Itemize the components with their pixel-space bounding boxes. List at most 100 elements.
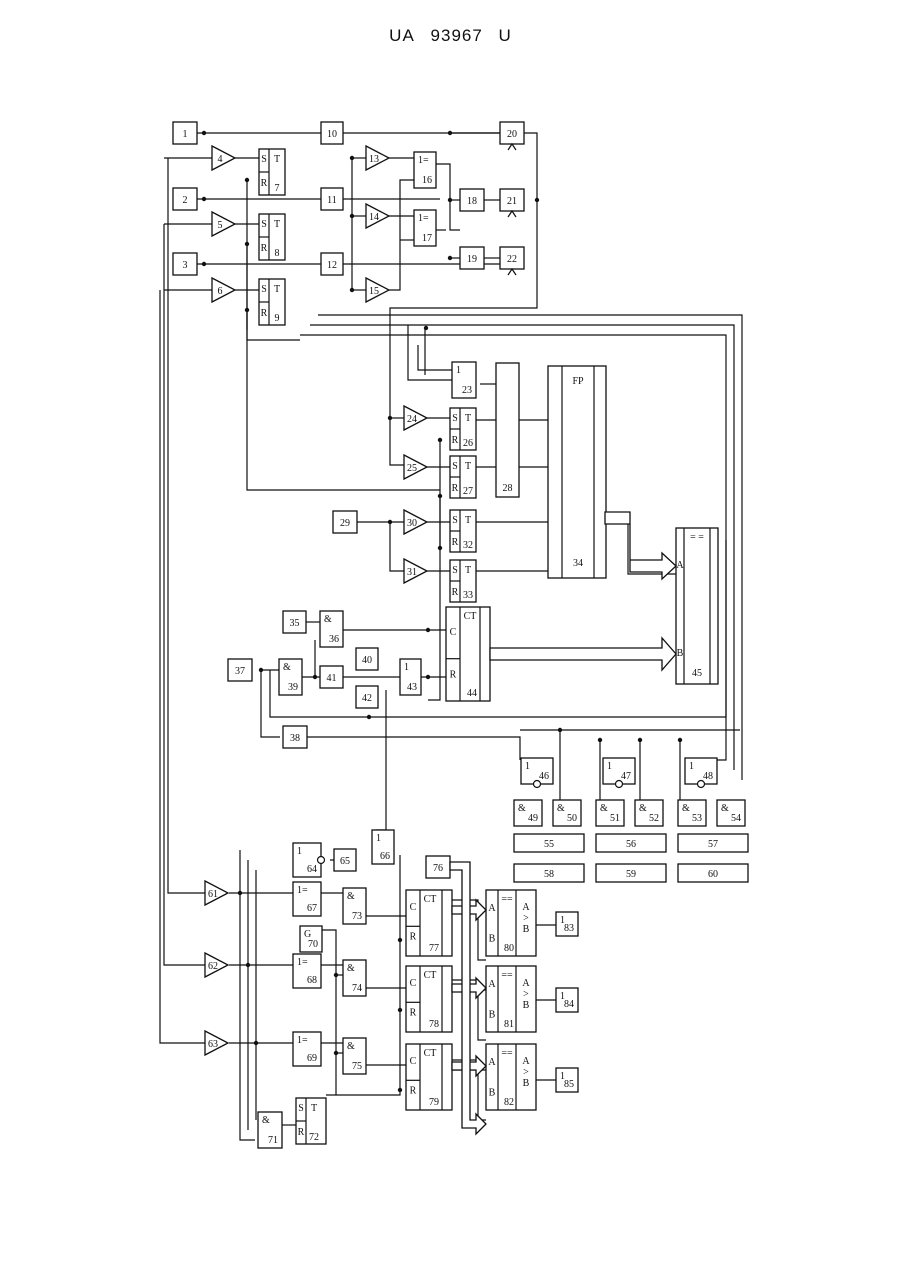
junction — [367, 715, 371, 719]
gate-label: 54 — [731, 813, 741, 824]
gate-symbol: & — [283, 662, 291, 673]
bus-arrow — [450, 862, 486, 1134]
gate-16: 1=16 — [414, 152, 436, 188]
pin-r: R — [450, 670, 457, 681]
amplifier-label: 31 — [407, 567, 417, 578]
junction — [334, 973, 338, 977]
flipflop-32: SRT32 — [450, 510, 476, 552]
pin-r: R — [410, 1086, 417, 1097]
gate-label: 84 — [564, 999, 574, 1010]
flipflop-label: 9 — [275, 313, 280, 324]
block-label: 2 — [183, 195, 188, 206]
bus-arrow — [490, 638, 676, 670]
gate-85: 185 — [556, 1068, 578, 1092]
gate-symbol: 1 — [297, 846, 302, 857]
block-label: 11 — [327, 195, 337, 206]
pin-t: T — [274, 154, 280, 165]
pin-a: A — [488, 903, 496, 914]
gate-71: &71 — [258, 1112, 282, 1148]
flipflop-33: SRT33 — [450, 560, 476, 602]
pin-gt: B — [523, 1000, 530, 1011]
inverter-bubble — [698, 781, 705, 788]
amplifier-4: 4 — [212, 146, 235, 170]
gate-label: 67 — [307, 903, 317, 914]
pin-c: C — [450, 627, 457, 638]
pin-gt: B — [523, 1078, 530, 1089]
pin-a: A — [488, 979, 496, 990]
amplifier-14: 14 — [366, 204, 389, 228]
wire — [322, 930, 336, 1095]
junction — [245, 308, 249, 312]
pin-t: T — [465, 565, 471, 576]
gate-label: 66 — [380, 851, 390, 862]
pin-s: S — [452, 565, 458, 576]
gate-symbol: & — [262, 1115, 270, 1126]
block-21: 21 — [500, 189, 524, 211]
amplifier-5: 5 — [212, 212, 235, 236]
pin-r: R — [298, 1127, 305, 1138]
amplifier-label: 24 — [407, 414, 417, 425]
arrowhead — [508, 144, 516, 150]
gate-symbol: 1= — [297, 885, 308, 896]
comparator45-title: = = — [690, 532, 704, 543]
gate-symbol: & — [347, 891, 355, 902]
gate-70: G70 — [300, 926, 322, 952]
pin-a: A — [488, 1057, 496, 1068]
junction — [202, 197, 206, 201]
pin-c: C — [410, 1056, 417, 1067]
pin-gt: A — [522, 902, 530, 913]
flipflop-8: SRT8 — [259, 214, 285, 260]
comparator-label: 82 — [504, 1097, 514, 1108]
junction — [424, 326, 428, 330]
block-label: 19 — [467, 254, 477, 265]
gate-label: 83 — [564, 923, 574, 934]
amplifier-label: 13 — [369, 154, 379, 165]
amplifier-13: 13 — [366, 146, 389, 170]
pin-s: S — [298, 1103, 304, 1114]
gate-69: 1= 69 — [293, 1032, 321, 1066]
gate-symbol: 1 — [689, 761, 694, 772]
pin-r: R — [410, 932, 417, 943]
flipflop-label: 33 — [463, 590, 473, 601]
junction — [245, 242, 249, 246]
junction — [202, 131, 206, 135]
pin-s: S — [452, 515, 458, 526]
junction — [558, 728, 562, 732]
gate-84: 184 — [556, 988, 578, 1012]
block-56: 56 — [596, 834, 666, 852]
pin-t: T — [465, 515, 471, 526]
pin-r: R — [452, 537, 459, 548]
gate-43: 143 — [400, 659, 421, 695]
block-label: 56 — [626, 839, 636, 850]
block-10: 10 — [321, 122, 343, 144]
block-label: 28 — [503, 483, 513, 494]
register-label: 34 — [573, 558, 583, 569]
amplifier-24: 24 — [404, 406, 427, 430]
gate-label: 43 — [407, 682, 417, 693]
arrowhead — [508, 211, 516, 217]
block-label: 22 — [507, 254, 517, 265]
block-76: 76 — [426, 856, 450, 878]
gate-symbol: 1= — [297, 1035, 308, 1046]
gate-83: 183 — [556, 912, 578, 936]
pin-s: S — [452, 413, 458, 424]
pin-t: T — [274, 284, 280, 295]
pin-r: R — [452, 483, 459, 494]
flipflop-label: 8 — [275, 248, 280, 259]
pin-t: T — [465, 413, 471, 424]
amplifier-label: 6 — [218, 286, 223, 297]
block-label: 55 — [544, 839, 554, 850]
flipflop-7: SRT7 — [259, 149, 285, 195]
counter-title: CT — [424, 1048, 437, 1059]
gate-label: 46 — [539, 771, 549, 782]
junction — [448, 198, 452, 202]
block-28: 28 — [496, 363, 519, 497]
comparator45-label: 45 — [692, 668, 702, 679]
block-29: 29 — [333, 511, 357, 533]
junction — [202, 262, 206, 266]
gate-51: &51 — [596, 800, 624, 826]
counter-title: CT — [464, 611, 477, 622]
pin-r: R — [261, 308, 268, 319]
block-label: 10 — [327, 129, 337, 140]
gate-label: 69 — [307, 1053, 317, 1064]
